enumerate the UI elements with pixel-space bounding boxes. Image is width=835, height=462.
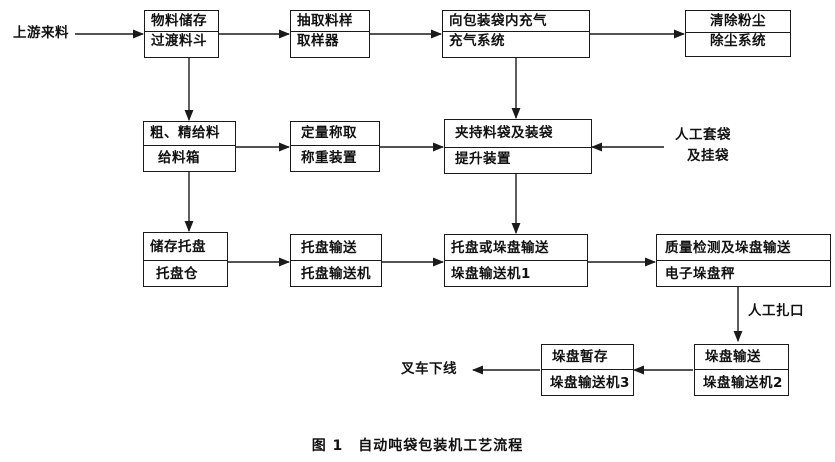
label-manual-bagging-line2: 及挂袋 (687, 148, 729, 164)
box-storage-hopper-device: 过渡料斗 (151, 33, 207, 49)
box-feeder: 粗、精给料 给料箱 (143, 121, 236, 172)
box-storage-hopper: 物料储存 过渡料斗 (144, 10, 219, 58)
box-bag-clamp-device: 提升装置 (455, 151, 511, 167)
box-quality-check-title: 质量检测及垛盘输送 (665, 240, 791, 256)
box-weighing: 定量称取 称重装置 (290, 121, 380, 172)
box-pallet-or-stack-device: 垛盘输送机1 (451, 266, 531, 282)
box-inflation-title: 向包装袋内充气 (449, 13, 547, 29)
box-bag-clamp-title: 夹持料袋及装袋 (455, 125, 553, 141)
box-inflation: 向包装袋内充气 充气系统 (442, 10, 590, 58)
box-sampler-device: 取样器 (297, 33, 339, 49)
box-inflation-device: 充气系统 (449, 33, 505, 49)
box-stack-conveyor2-title: 垛盘输送 (705, 349, 761, 365)
box-stack-conveyor2-device: 垛盘输送机2 (703, 375, 783, 391)
box-stack-buffer-device: 垛盘输送机3 (550, 375, 630, 391)
box-pallet-storage: 储存托盘 托盘仓 (143, 232, 228, 287)
box-weighing-device: 称重装置 (301, 150, 357, 166)
label-manual-tie: 人工扎口 (748, 303, 804, 319)
box-sampler-title: 抽取料样 (297, 13, 353, 29)
box-quality-check-device: 电子垛盘秤 (665, 266, 735, 282)
figure-caption: 图 1 自动吨袋包装机工艺流程 (311, 438, 524, 454)
box-pallet-or-stack-title: 托盘或垛盘输送 (451, 240, 549, 256)
box-stack-buffer: 垛盘暂存 垛盘输送机3 (541, 344, 634, 396)
box-dust-removal-device: 除尘系统 (710, 33, 766, 49)
box-pallet-conveyor: 托盘输送 托盘输送机 (290, 234, 382, 287)
box-feeder-device: 给料箱 (158, 150, 200, 166)
box-pallet-storage-device: 托盘仓 (156, 266, 198, 282)
box-stack-conveyor2: 垛盘输送 垛盘输送机2 (694, 344, 789, 396)
box-bag-clamp: 夹持料袋及装袋 提升装置 (444, 119, 592, 174)
box-pallet-or-stack: 托盘或垛盘输送 垛盘输送机1 (444, 234, 588, 287)
box-weighing-title: 定量称取 (301, 125, 357, 141)
box-dust-removal: 清除粉尘 除尘系统 (685, 10, 791, 57)
box-storage-hopper-title: 物料储存 (151, 13, 207, 29)
box-quality-check: 质量检测及垛盘输送 电子垛盘秤 (656, 234, 831, 287)
box-pallet-storage-title: 储存托盘 (150, 239, 206, 255)
box-sampler: 抽取料样 取样器 (290, 10, 370, 58)
box-pallet-conveyor-title: 托盘输送 (301, 240, 357, 256)
box-pallet-conveyor-device: 托盘输送机 (301, 266, 371, 282)
label-forklift-offline: 叉车下线 (401, 361, 457, 377)
label-manual-bagging-line1: 人工套袋 (675, 127, 731, 143)
label-upstream-material: 上游来料 (13, 25, 69, 41)
box-dust-removal-title: 清除粉尘 (710, 13, 766, 29)
box-feeder-title: 粗、精给料 (150, 125, 220, 141)
box-stack-buffer-title: 垛盘暂存 (552, 349, 608, 365)
